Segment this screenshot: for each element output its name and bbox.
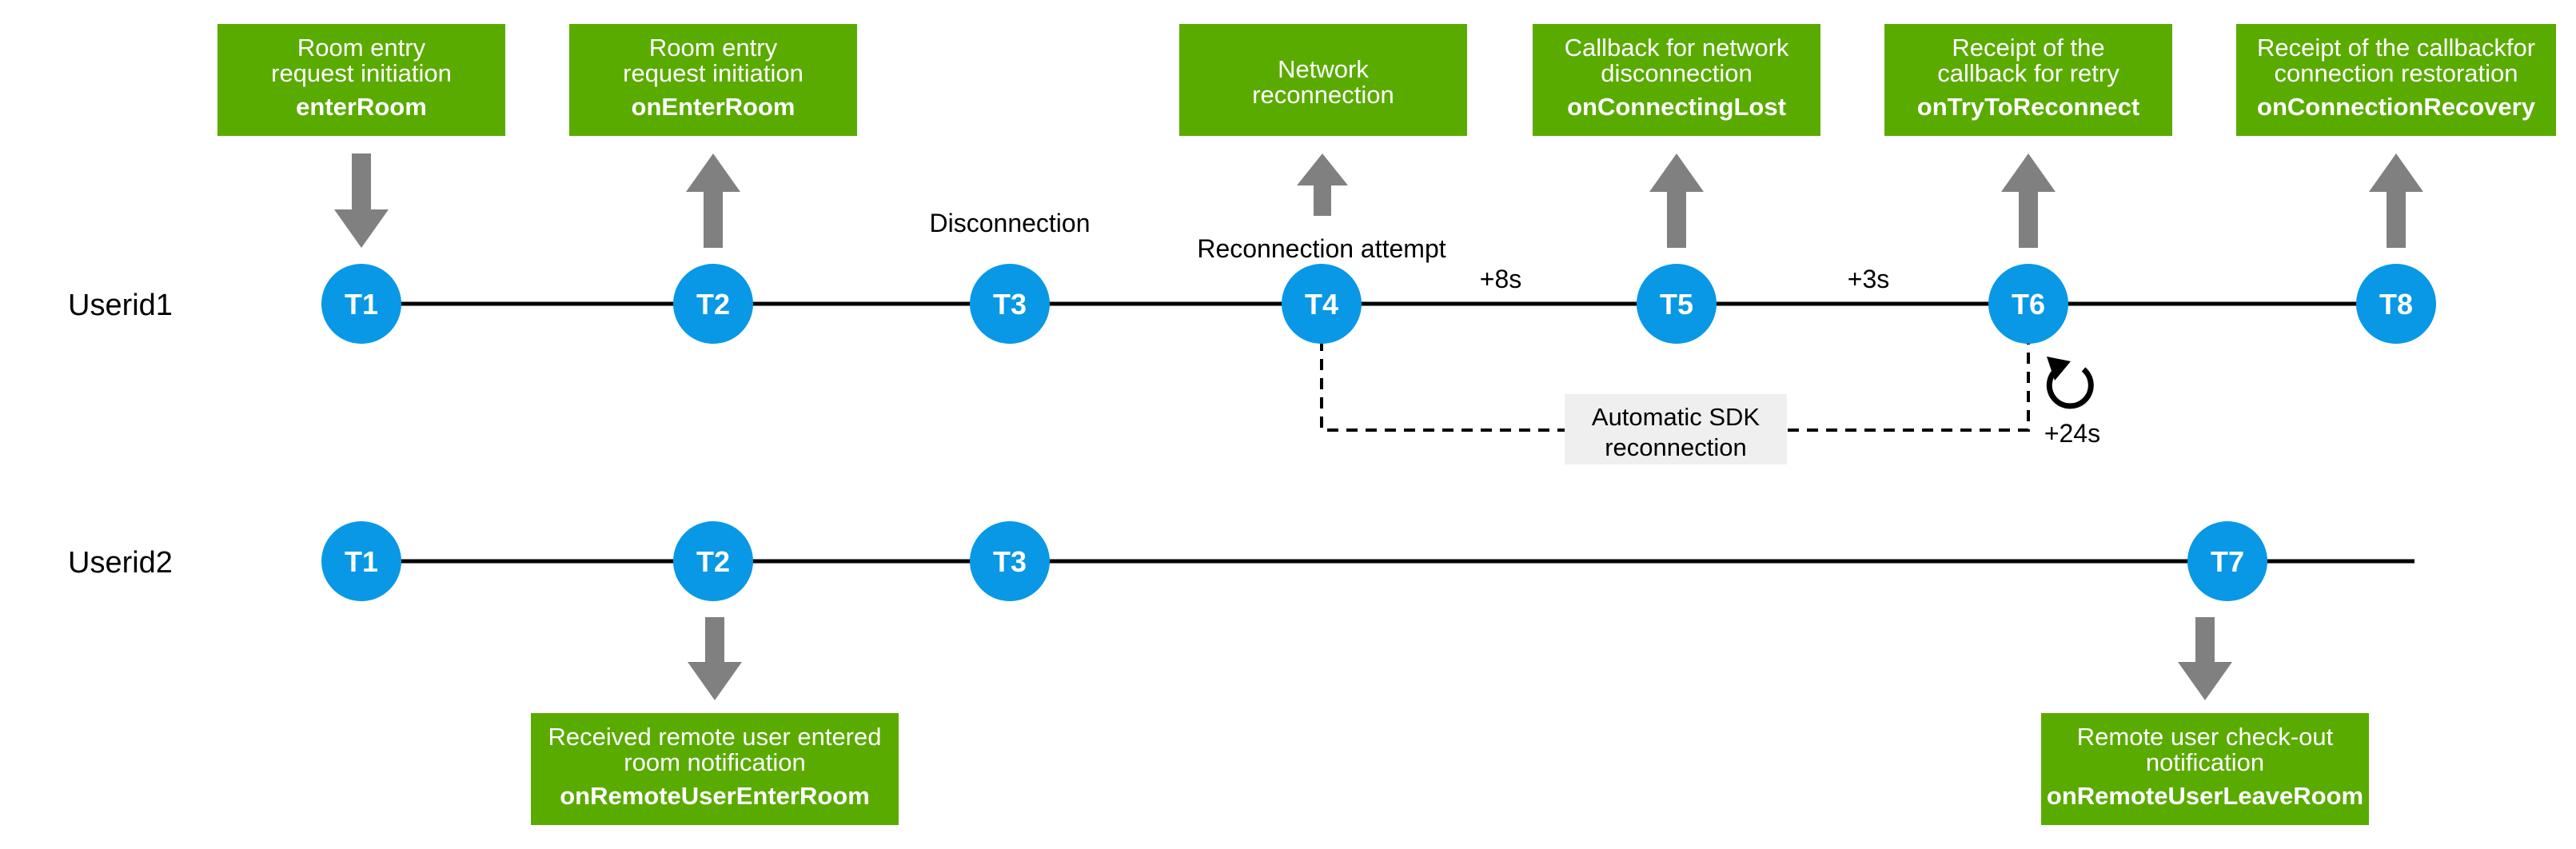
box-api: onRemoteUserEnterRoom — [560, 782, 870, 810]
box-line2: connection restoration — [2274, 59, 2518, 87]
delay-8s-label: +8s — [1480, 265, 1521, 293]
node-label: T2 — [696, 288, 730, 321]
refresh-icon — [2046, 357, 2094, 409]
disconnection-label: Disconnection — [930, 209, 1091, 237]
box-api: onTryToReconnect — [1917, 93, 2139, 121]
box-api: onConnectionRecovery — [2257, 93, 2536, 121]
user1-node-t6: T6 — [1988, 264, 2068, 344]
user2-node-t7: T7 — [2187, 521, 2267, 601]
bottom-box-on-remote-user-leave-room: Remote user check-out notification onRem… — [2041, 713, 2369, 825]
user2-node-t3: T3 — [970, 521, 1050, 601]
user2-node-t1: T1 — [321, 521, 401, 601]
box-line1: Room entry — [297, 34, 426, 62]
node-label: T3 — [993, 288, 1027, 321]
retry-delay-label: +24s — [2044, 419, 2100, 448]
top-box-on-connecting-lost: Callback for network disconnection onCon… — [1533, 24, 1820, 136]
node-label: T2 — [696, 545, 730, 578]
arrow-up-icon — [2001, 153, 2056, 248]
row-label-user1: Userid1 — [68, 289, 173, 322]
top-box-on-try-to-reconnect: Receipt of the callback for retry onTryT… — [1884, 24, 2172, 136]
box-line2: notification — [2146, 748, 2264, 776]
bottom-box-on-remote-user-enter-room: Received remote user entered room notifi… — [531, 713, 899, 825]
node-label: T3 — [993, 545, 1027, 578]
arrow-down-icon — [2178, 617, 2232, 700]
top-box-on-connection-recovery: Receipt of the callbackfor connection re… — [2236, 24, 2556, 136]
box-line2: disconnection — [1601, 59, 1753, 87]
arrow-down-icon — [688, 617, 742, 700]
sdk-reconnection-box — [1565, 394, 1787, 464]
top-box-network-reconnection: Network reconnection — [1179, 24, 1467, 136]
reconnection-attempt-label: Reconnection attempt — [1197, 234, 1446, 263]
row-label-user2: Userid2 — [68, 546, 173, 580]
box-api: onConnectingLost — [1567, 93, 1786, 121]
box-line1: Network — [1278, 55, 1369, 83]
user2-node-t2: T2 — [673, 521, 753, 601]
user1-node-t4: T4 — [1282, 264, 1362, 344]
box-line2: room notification — [624, 748, 805, 776]
user1-node-t2: T2 — [673, 264, 753, 344]
sdk-label-line1: Automatic SDK — [1592, 403, 1761, 431]
box-line1: Receipt of the callbackfor — [2257, 34, 2535, 62]
arrow-down-icon — [334, 153, 389, 248]
arrow-up-icon — [1297, 153, 1348, 216]
user1-node-t3: T3 — [970, 264, 1050, 344]
node-label: T6 — [2012, 288, 2045, 321]
box-line2: callback for retry — [1937, 59, 2119, 87]
sdk-label-line2: reconnection — [1605, 433, 1747, 461]
box-line1: Callback for network — [1565, 34, 1789, 62]
node-label: T4 — [1305, 288, 1338, 321]
box-api: onEnterRoom — [632, 93, 796, 121]
arrow-up-icon — [1649, 153, 1704, 248]
box-api: enterRoom — [296, 93, 427, 121]
top-box-on-enter-room: Room entry request initiation onEnterRoo… — [569, 24, 857, 136]
box-line2: reconnection — [1252, 81, 1394, 109]
user1-node-t5: T5 — [1637, 264, 1717, 344]
arrows — [334, 153, 2423, 700]
user1-node-t1: T1 — [321, 264, 401, 344]
node-label: T1 — [345, 545, 378, 578]
box-line2: request initiation — [623, 59, 804, 87]
arrow-up-icon — [686, 153, 740, 248]
node-label: T5 — [1660, 288, 1693, 321]
node-label: T1 — [345, 288, 378, 321]
box-line1: Received remote user entered — [548, 723, 881, 751]
box-api: onRemoteUserLeaveRoom — [2047, 782, 2363, 810]
top-box-enter-room: Room entry request initiation enterRoom — [217, 24, 505, 136]
box-line1: Room entry — [649, 34, 778, 62]
node-label: T8 — [2379, 288, 2413, 321]
box-line2: request initiation — [271, 59, 452, 87]
delay-3s-label: +3s — [1848, 265, 1889, 293]
box-line1: Receipt of the — [1952, 34, 2104, 62]
node-label: T7 — [2211, 545, 2244, 578]
user1-node-t8: T8 — [2356, 264, 2436, 344]
box-line1: Remote user check-out — [2077, 723, 2334, 751]
arrow-up-icon — [2369, 153, 2423, 248]
